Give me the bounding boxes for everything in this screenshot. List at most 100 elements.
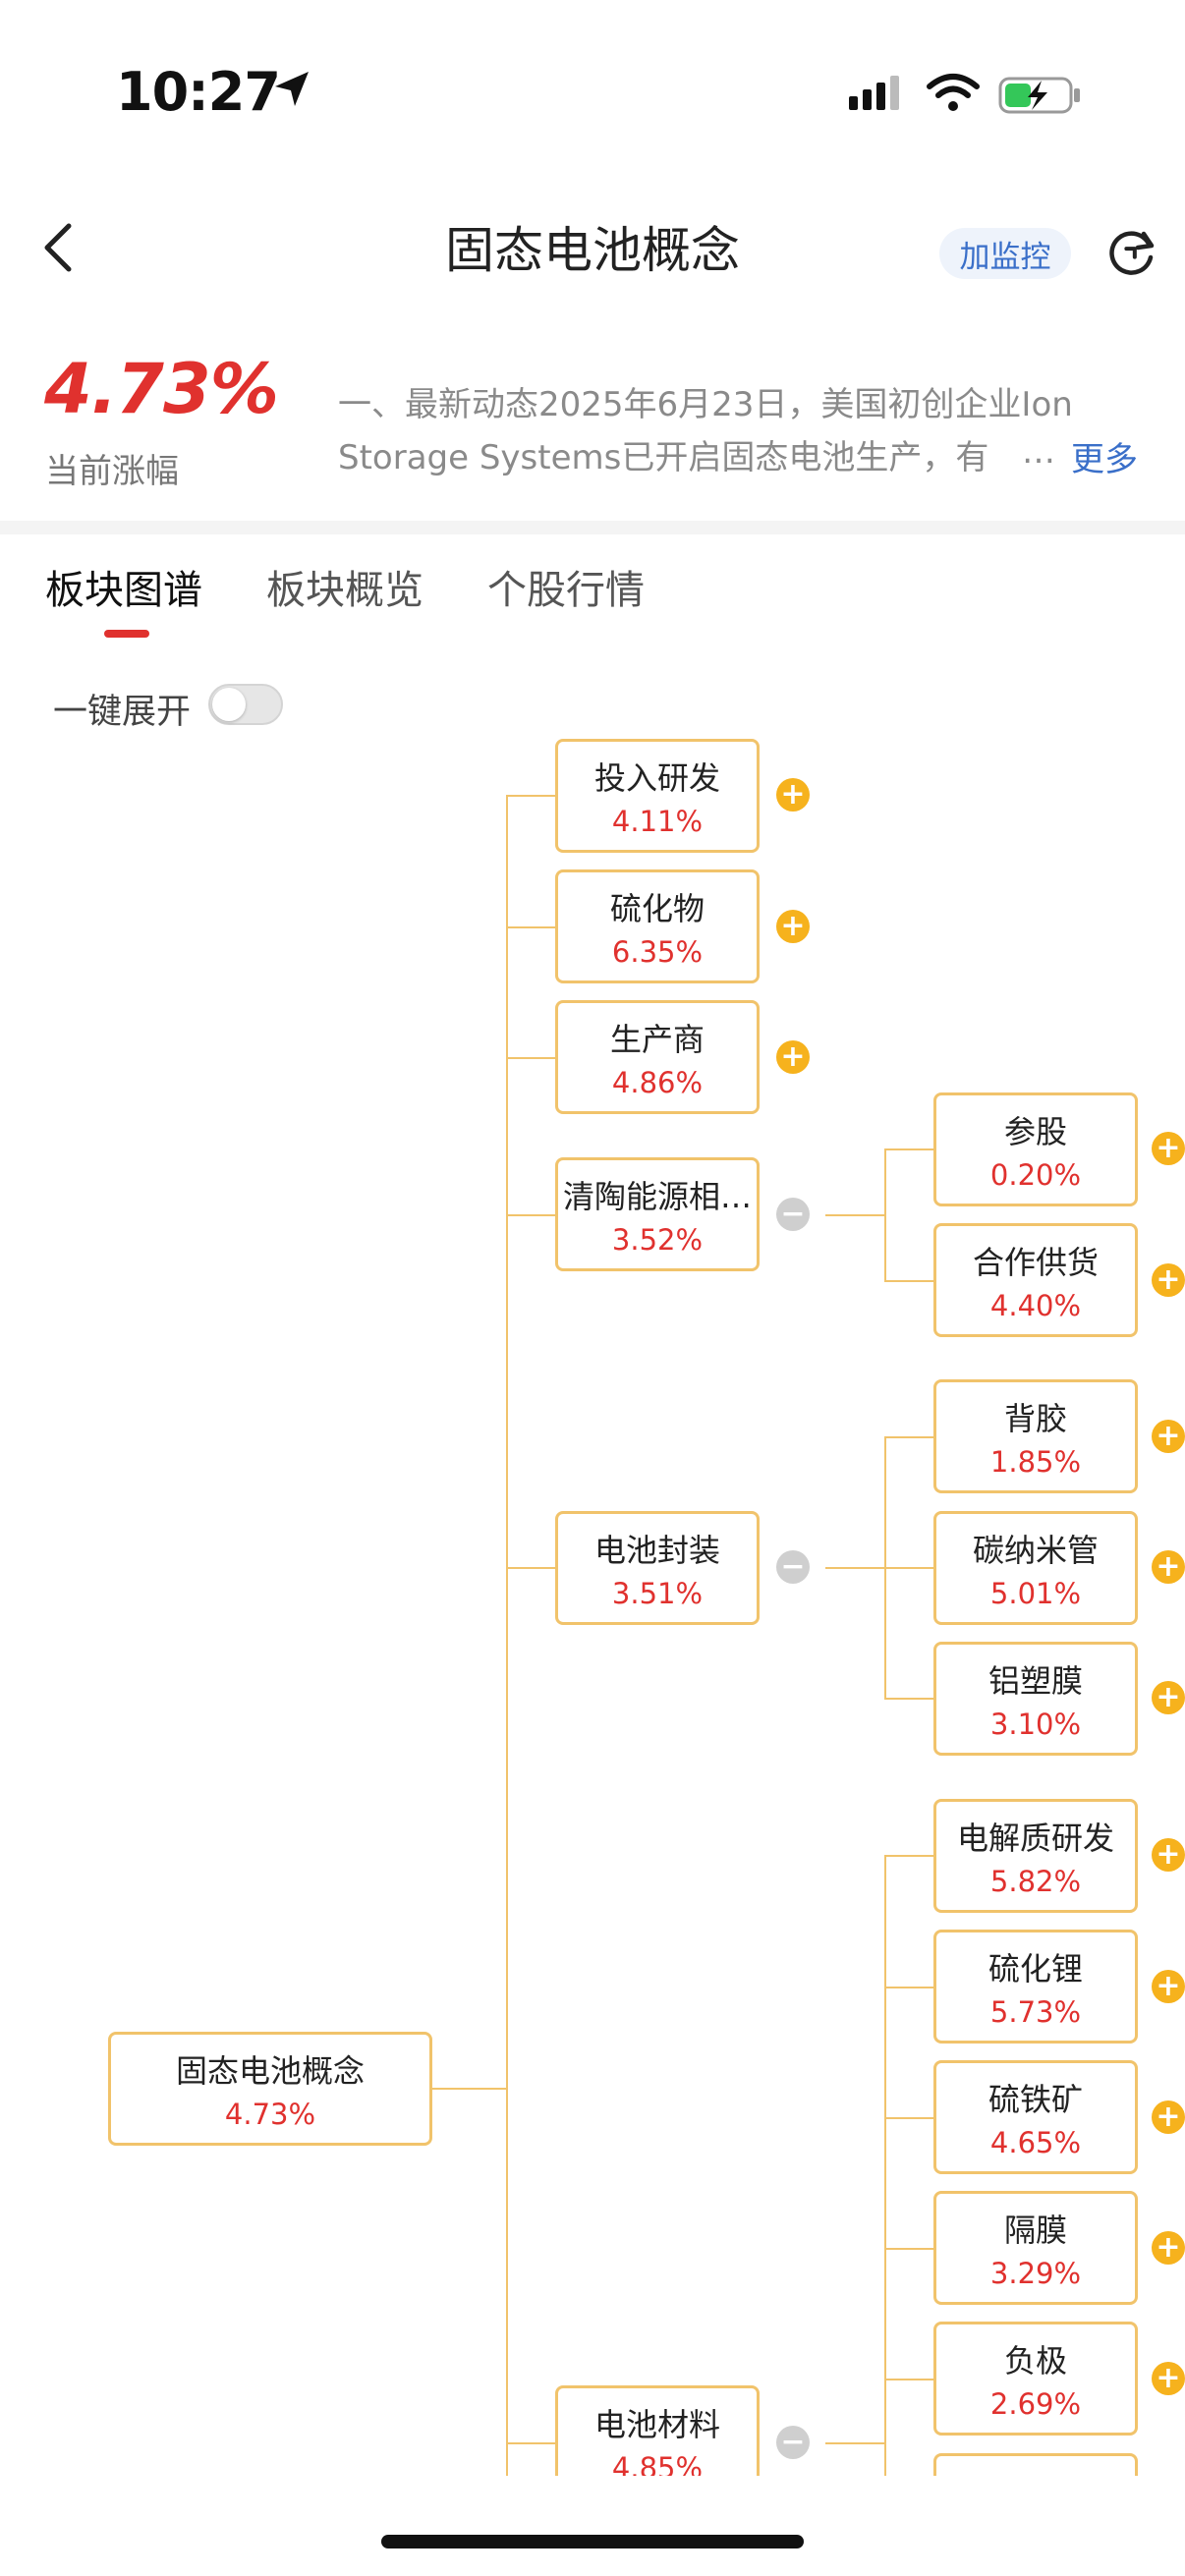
tree-node-pyrite[interactable]: 硫铁矿 4.65%	[933, 2060, 1138, 2174]
expand-plus-icon[interactable]: +	[1152, 1838, 1185, 1872]
node-name: 电池封装	[593, 1532, 720, 1569]
refresh-button[interactable]	[1104, 224, 1159, 279]
connector	[884, 2379, 933, 2380]
node-change: 3.29%	[989, 2257, 1082, 2290]
expand-plus-icon[interactable]: +	[1152, 2100, 1185, 2134]
description-line-2: Storage Systems已开启固态电池生产，有	[338, 438, 989, 477]
node-name: 硫铁矿	[988, 2081, 1083, 2118]
section-divider	[0, 521, 1185, 534]
connector	[884, 1987, 933, 1988]
cellular-signal-icon	[847, 75, 906, 118]
collapse-minus-icon[interactable]: −	[776, 1550, 810, 1584]
expand-all-toggle[interactable]	[208, 684, 283, 725]
tree-node-anode[interactable]: 负极 2.69%	[933, 2322, 1138, 2436]
expand-plus-icon[interactable]: +	[1152, 1420, 1185, 1453]
node-name: 参股	[1003, 1113, 1067, 1150]
expand-plus-icon[interactable]: +	[1152, 1681, 1185, 1714]
tree-node-sulfide[interactable]: 硫化物 6.35%	[555, 869, 760, 983]
connector	[884, 1436, 933, 1438]
connector	[884, 1148, 886, 1281]
expand-plus-icon[interactable]: +	[1152, 1550, 1185, 1584]
node-change: 4.73%	[224, 2098, 316, 2131]
concept-description[interactable]: 一、最新动态2025年6月23日，美国初创企业Ion Storage Syste…	[338, 378, 1114, 484]
connector	[506, 1214, 555, 1216]
tab-sector-map[interactable]: 板块图谱	[45, 568, 202, 613]
connector	[884, 1567, 933, 1569]
tree-node-aluminum-plastic-film[interactable]: 铝塑膜 3.10%	[933, 1642, 1138, 1756]
location-arrow-icon	[271, 69, 312, 114]
tree-root-node[interactable]: 固态电池概念 4.73%	[108, 2032, 432, 2146]
refresh-icon	[1109, 231, 1155, 275]
collapse-minus-icon[interactable]: −	[776, 2426, 810, 2459]
node-name: 铝塑膜	[988, 1662, 1083, 1700]
node-change: 4.11%	[611, 805, 704, 838]
connector	[506, 795, 555, 797]
tree-node-backing-adhesive[interactable]: 背胶 1.85%	[933, 1379, 1138, 1493]
connector	[884, 1148, 933, 1150]
connector	[884, 1855, 886, 2476]
tree-node-electrolyte-research[interactable]: 电解质研发 5.82%	[933, 1799, 1138, 1913]
expand-plus-icon[interactable]: +	[776, 778, 810, 812]
tree-node-battery-materials[interactable]: 电池材料 4.85%	[555, 2385, 760, 2476]
tab-sector-overview[interactable]: 板块概览	[266, 568, 423, 613]
node-name: 隔膜	[1003, 2212, 1067, 2249]
expand-plus-icon[interactable]: +	[1152, 2231, 1185, 2265]
connector	[825, 2442, 884, 2444]
node-name: 清陶能源相…	[562, 1178, 752, 1215]
collapse-minus-icon[interactable]: −	[776, 1198, 810, 1231]
tree-node-carbon-nanotube[interactable]: 碳纳米管 5.01%	[933, 1511, 1138, 1625]
expand-plus-icon[interactable]: +	[1152, 1263, 1185, 1297]
battery-charging-icon	[998, 75, 1083, 120]
connector	[506, 926, 555, 928]
node-name: 合作供货	[972, 1244, 1099, 1281]
node-change: 3.52%	[611, 1223, 704, 1257]
node-change: 0.20%	[989, 1158, 1082, 1192]
node-change: 4.65%	[989, 2126, 1082, 2159]
tree-node-research[interactable]: 投入研发 4.11%	[555, 739, 760, 853]
expand-plus-icon[interactable]: +	[1152, 1970, 1185, 2003]
tree-node-cooperation-supply[interactable]: 合作供货 4.40%	[933, 1223, 1138, 1337]
node-name: 背胶	[1003, 1400, 1067, 1437]
connector	[825, 1214, 884, 1216]
sector-tree: 固态电池概念 4.73% 投入研发 4.11% + 硫化物 6.35% + 生产…	[0, 727, 1185, 2476]
description-ellipsis: …	[1022, 432, 1055, 472]
node-name: 电解质研发	[956, 1820, 1114, 1857]
tree-node-equity-stake[interactable]: 参股 0.20%	[933, 1092, 1138, 1206]
connector	[884, 1280, 933, 1282]
expand-plus-icon[interactable]: +	[1152, 2362, 1185, 2395]
connector	[884, 2117, 933, 2119]
tree-node-qingtao[interactable]: 清陶能源相… 3.52%	[555, 1157, 760, 1271]
tree-node-battery-packaging[interactable]: 电池封装 3.51%	[555, 1511, 760, 1625]
node-name: 碳纳米管	[972, 1532, 1099, 1569]
node-change: 2.69%	[989, 2387, 1082, 2421]
more-link[interactable]: 更多	[1071, 440, 1138, 479]
connector	[506, 1057, 555, 1059]
node-name: 负极	[1003, 2342, 1067, 2380]
node-change: 4.85%	[611, 2451, 704, 2476]
tab-stock-quotes[interactable]: 个股行情	[487, 568, 645, 613]
tree-node-producer[interactable]: 生产商 4.86%	[555, 1000, 760, 1114]
node-change: 6.35%	[611, 935, 704, 969]
expand-plus-icon[interactable]: +	[776, 1040, 810, 1074]
tree-node-separator[interactable]: 隔膜 3.29%	[933, 2191, 1138, 2305]
node-change: 5.73%	[989, 1995, 1082, 2029]
connector	[506, 1567, 555, 1569]
tree-node-partial[interactable]	[933, 2453, 1138, 2476]
back-button[interactable]	[39, 218, 79, 277]
tree-node-lithium-sulfide[interactable]: 硫化锂 5.73%	[933, 1930, 1138, 2044]
node-change: 3.10%	[989, 1708, 1082, 1741]
node-name: 电池材料	[593, 2406, 720, 2443]
expand-plus-icon[interactable]: +	[1152, 1132, 1185, 1165]
expand-plus-icon[interactable]: +	[776, 910, 810, 943]
node-change: 1.85%	[989, 1445, 1082, 1479]
node-change: 5.01%	[989, 1577, 1082, 1610]
home-indicator[interactable]	[381, 2535, 804, 2548]
node-change: 3.51%	[611, 1577, 704, 1610]
status-time: 10:27	[116, 61, 281, 123]
node-name: 投入研发	[593, 759, 720, 797]
add-monitor-button[interactable]: 加监控	[939, 228, 1071, 279]
connector	[884, 1855, 933, 1857]
connector	[884, 1698, 933, 1700]
description-line-1: 一、最新动态2025年6月23日，美国初创企业Ion	[338, 385, 1073, 424]
node-change: 5.82%	[989, 1865, 1082, 1898]
